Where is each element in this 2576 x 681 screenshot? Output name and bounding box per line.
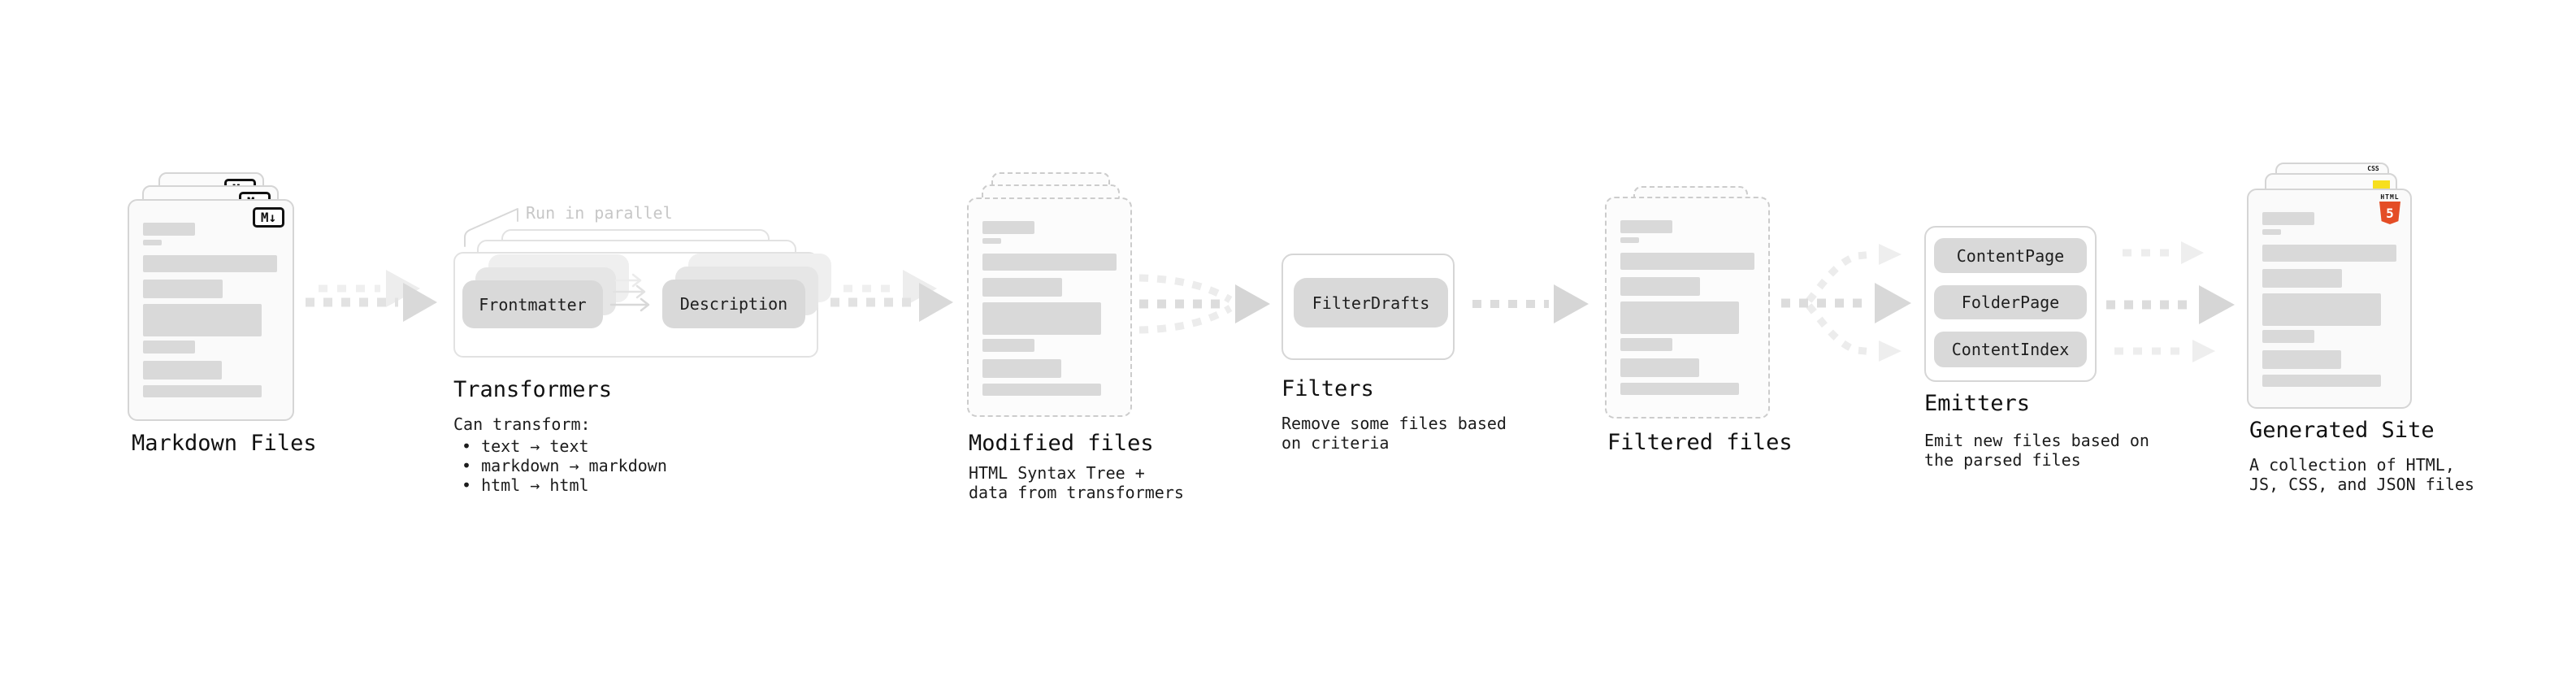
placeholder-bar: [1620, 237, 1639, 243]
arrow-filtered-to-emitters-fanout: [1781, 244, 1911, 362]
transformers-label: Transformers: [453, 377, 613, 402]
filtered-doc-front: [1605, 197, 1770, 419]
placeholder-bar: [1620, 301, 1739, 334]
placeholder-bar: [982, 221, 1034, 234]
placeholder-bar: [143, 340, 195, 354]
placeholder-bar: [1620, 253, 1754, 270]
placeholder-bar: [143, 255, 277, 272]
generated-site-label: Generated Site: [2249, 418, 2435, 443]
placeholder-bar: [1620, 338, 1672, 351]
html5-icon-text: HTML: [2380, 193, 2400, 201]
placeholder-bar: [982, 278, 1062, 297]
filtered-files-label: Filtered files: [1607, 430, 1793, 455]
folderpage-pill: FolderPage: [1934, 285, 2087, 319]
placeholder-bar: [982, 384, 1101, 396]
placeholder-bar: [143, 361, 222, 380]
arrow-transformers-to-modified: [830, 270, 953, 322]
transformers-bullets: • text → text • markdown → markdown • ht…: [462, 436, 667, 495]
placeholder-bar: [143, 304, 262, 336]
modified-files-label: Modified files: [969, 431, 1154, 456]
markdown-icon: M↓: [253, 207, 284, 228]
bullet-item: • text → text: [462, 436, 589, 456]
contentindex-pill: ContentIndex: [1934, 332, 2087, 367]
placeholder-bar: [2262, 269, 2342, 288]
placeholder-bar: [982, 359, 1061, 378]
html5-icon-number: 5: [2386, 205, 2394, 221]
contentpage-pill: ContentPage: [1934, 238, 2087, 273]
markdown-files-label: Markdown Files: [132, 431, 317, 456]
emitters-label: Emitters: [1924, 391, 2031, 416]
arrow-modified-to-filters-merge: [1138, 274, 1270, 334]
placeholder-bar: [2262, 375, 2381, 387]
placeholder-bar: [1620, 383, 1739, 395]
generated-doc-front: HTML 5: [2247, 189, 2412, 409]
placeholder-bar: [2262, 229, 2281, 235]
filterdrafts-pill: FilterDrafts: [1294, 278, 1448, 327]
css-icon-text: CSS: [2367, 165, 2379, 172]
placeholder-bar: [1620, 220, 1672, 233]
html5-icon-shield: 5: [2379, 202, 2400, 224]
modified-doc-front: [967, 197, 1132, 417]
placeholder-bar: [2262, 212, 2314, 225]
filters-label: Filters: [1281, 376, 1374, 401]
placeholder-bar: [1620, 358, 1699, 377]
arrow-markdown-to-transformers: [306, 270, 437, 322]
placeholder-bar: [143, 280, 223, 298]
bullet-item: • markdown → markdown: [462, 456, 667, 475]
generated-site-desc: A collection of HTML, JS, CSS, and JSON …: [2249, 455, 2474, 494]
placeholder-bar: [982, 238, 1001, 244]
description-pill: Description: [662, 280, 805, 328]
emitters-desc: Emit new files based on the parsed files: [1924, 431, 2149, 470]
placeholder-bar: [982, 302, 1101, 335]
placeholder-bar: [143, 223, 195, 236]
placeholder-bar: [143, 385, 262, 397]
run-in-parallel-annotation: Run in parallel: [526, 203, 673, 223]
bullet-item: • html → html: [462, 475, 589, 495]
placeholder-bar: [982, 339, 1034, 352]
filters-desc: Remove some files based on criteria: [1281, 414, 1507, 453]
modified-files-desc: HTML Syntax Tree + data from transformer…: [969, 463, 1184, 502]
markdown-doc-front: M↓: [128, 199, 294, 421]
arrow-filters-to-filtered: [1472, 284, 1589, 323]
placeholder-bar: [143, 240, 162, 245]
arrows-emitters-to-generated: [2106, 241, 2235, 362]
placeholder-bar: [982, 254, 1117, 271]
transformers-desc-title: Can transform:: [453, 414, 591, 434]
placeholder-bar: [2262, 330, 2314, 343]
html5-icon: HTML 5: [2378, 193, 2402, 224]
placeholder-bar: [2262, 293, 2381, 326]
placeholder-bar: [2262, 350, 2341, 369]
placeholder-bar: [2262, 245, 2396, 262]
frontmatter-pill: Frontmatter: [462, 280, 603, 328]
markdown-icon-text: M↓: [260, 210, 277, 225]
placeholder-bar: [1620, 277, 1700, 296]
